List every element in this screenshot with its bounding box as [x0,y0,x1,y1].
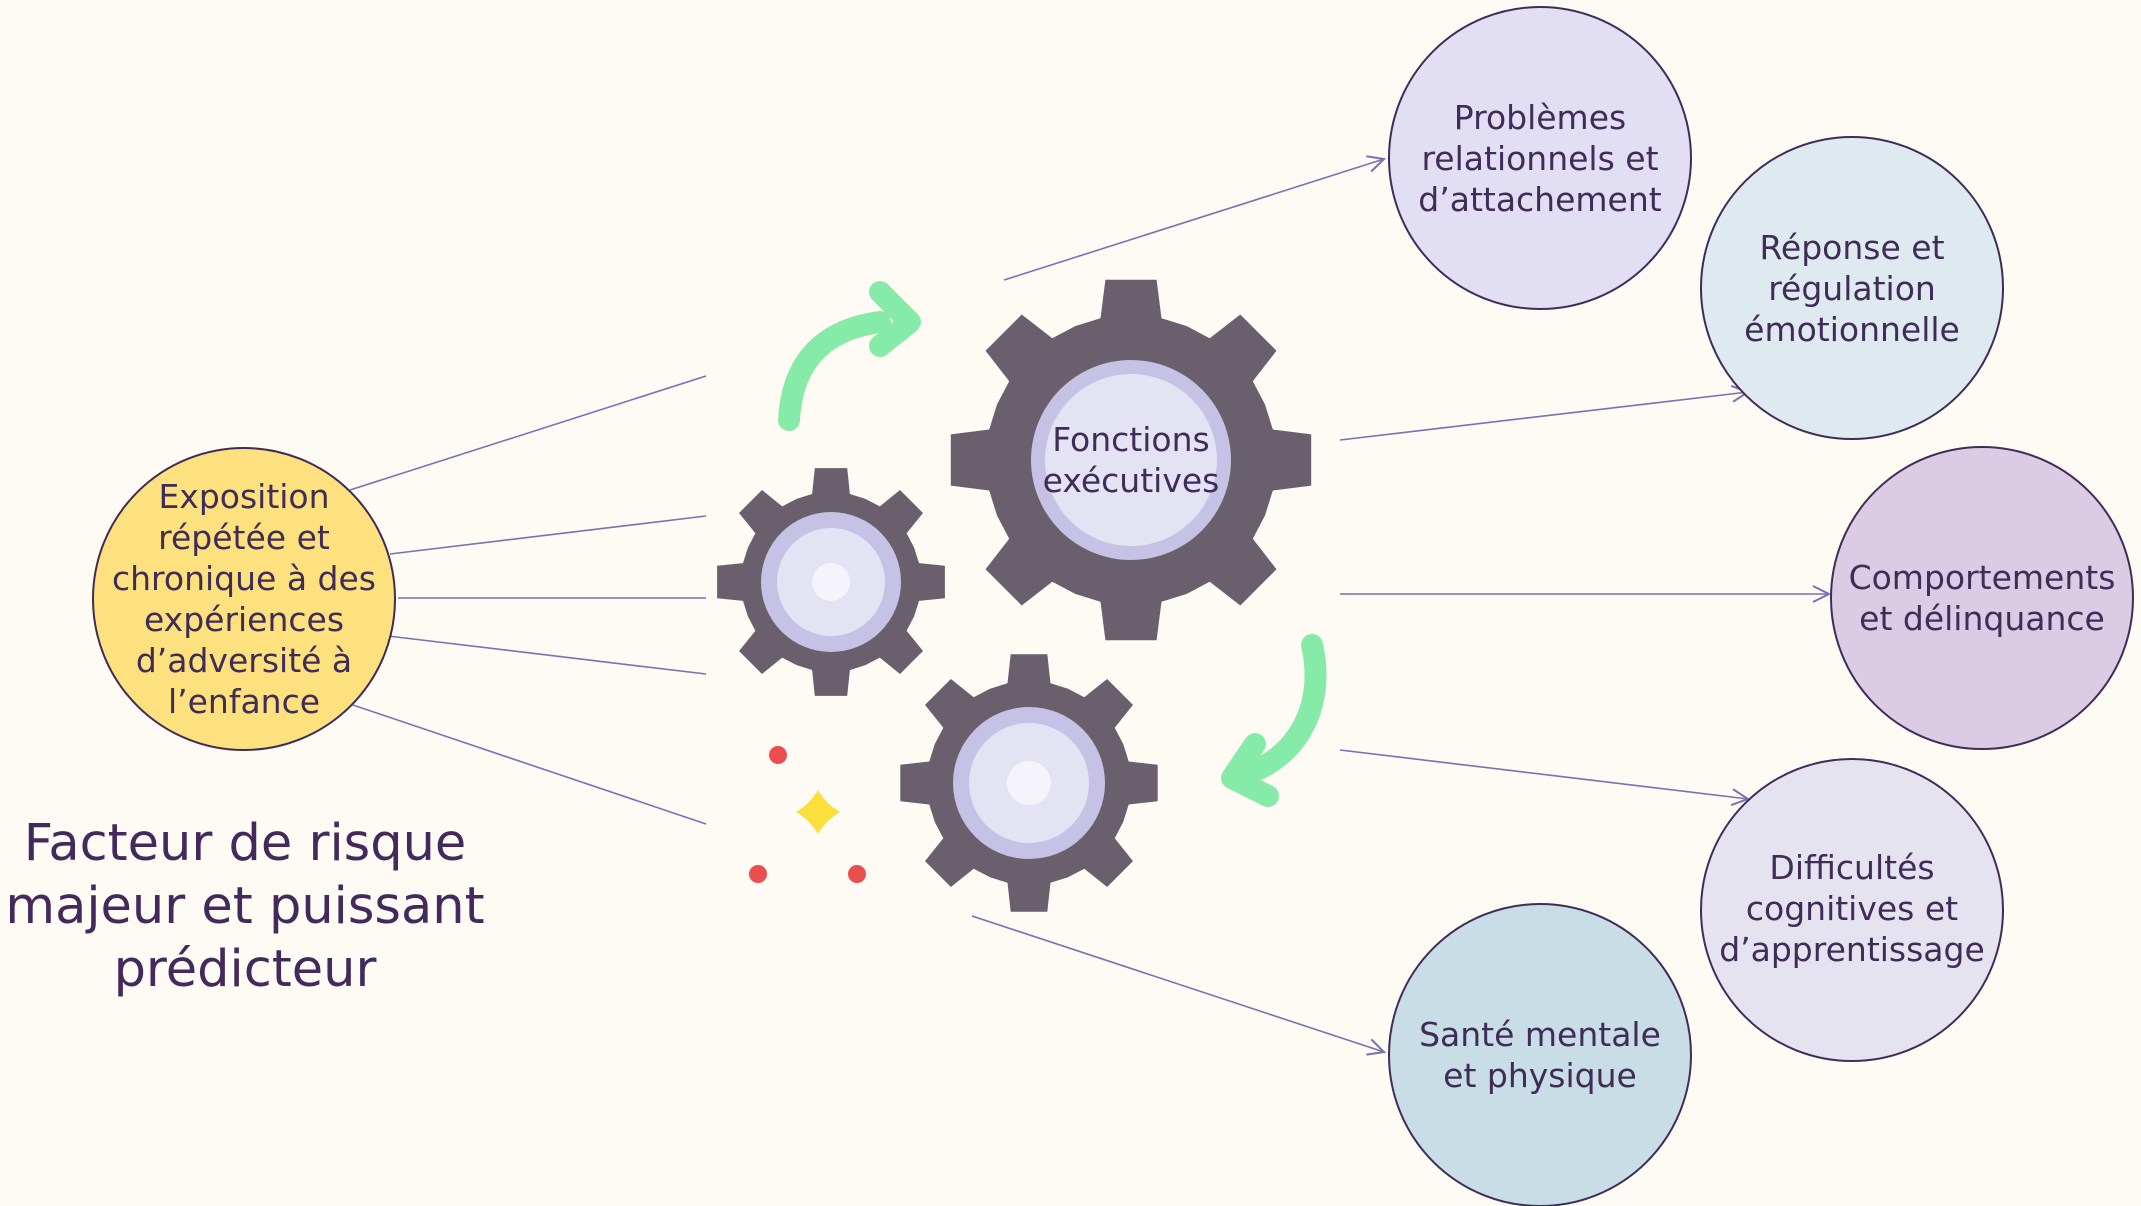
source-circle [92,447,396,751]
arrow-to-outcome-5 [971,915,1384,1052]
text-line: prédicteur [113,940,377,999]
sparkle-decoration [749,746,866,883]
gear-small-left [717,468,945,696]
yellow-sparkle-icon [796,790,840,834]
red-dot-icon [848,865,866,883]
outcome-circle-2 [1700,136,2004,440]
outcome-circle-1 [1388,6,1692,310]
outcome-circle-5 [1388,903,1692,1206]
input-connector-1 [349,375,707,491]
red-dot-icon [769,746,787,764]
text-line: majeur et puissant [5,877,485,936]
cycle-arrow-bottom [1221,634,1327,807]
text-line: Facteur de risque [23,814,467,873]
input-connector-2 [389,515,707,555]
arrow-to-outcome-4 [1339,749,1748,799]
input-connectors [349,375,707,825]
source-node [92,447,396,751]
output-arrows [971,159,1829,1052]
outcome-circle-4 [1700,758,2004,1062]
input-connector-5 [349,703,707,825]
gears-icon [717,279,1312,912]
cycle-arrow-top [778,281,921,431]
gear-small-bottom [900,654,1158,912]
outcome-nodes [1388,6,2134,1206]
red-dot-icon [749,865,767,883]
arrow-to-outcome-1 [1003,159,1384,281]
outcome-circle-3 [1830,446,2134,750]
arrow-to-outcome-2 [1339,392,1748,441]
gear-large [950,279,1312,641]
input-connector-4 [387,635,707,675]
